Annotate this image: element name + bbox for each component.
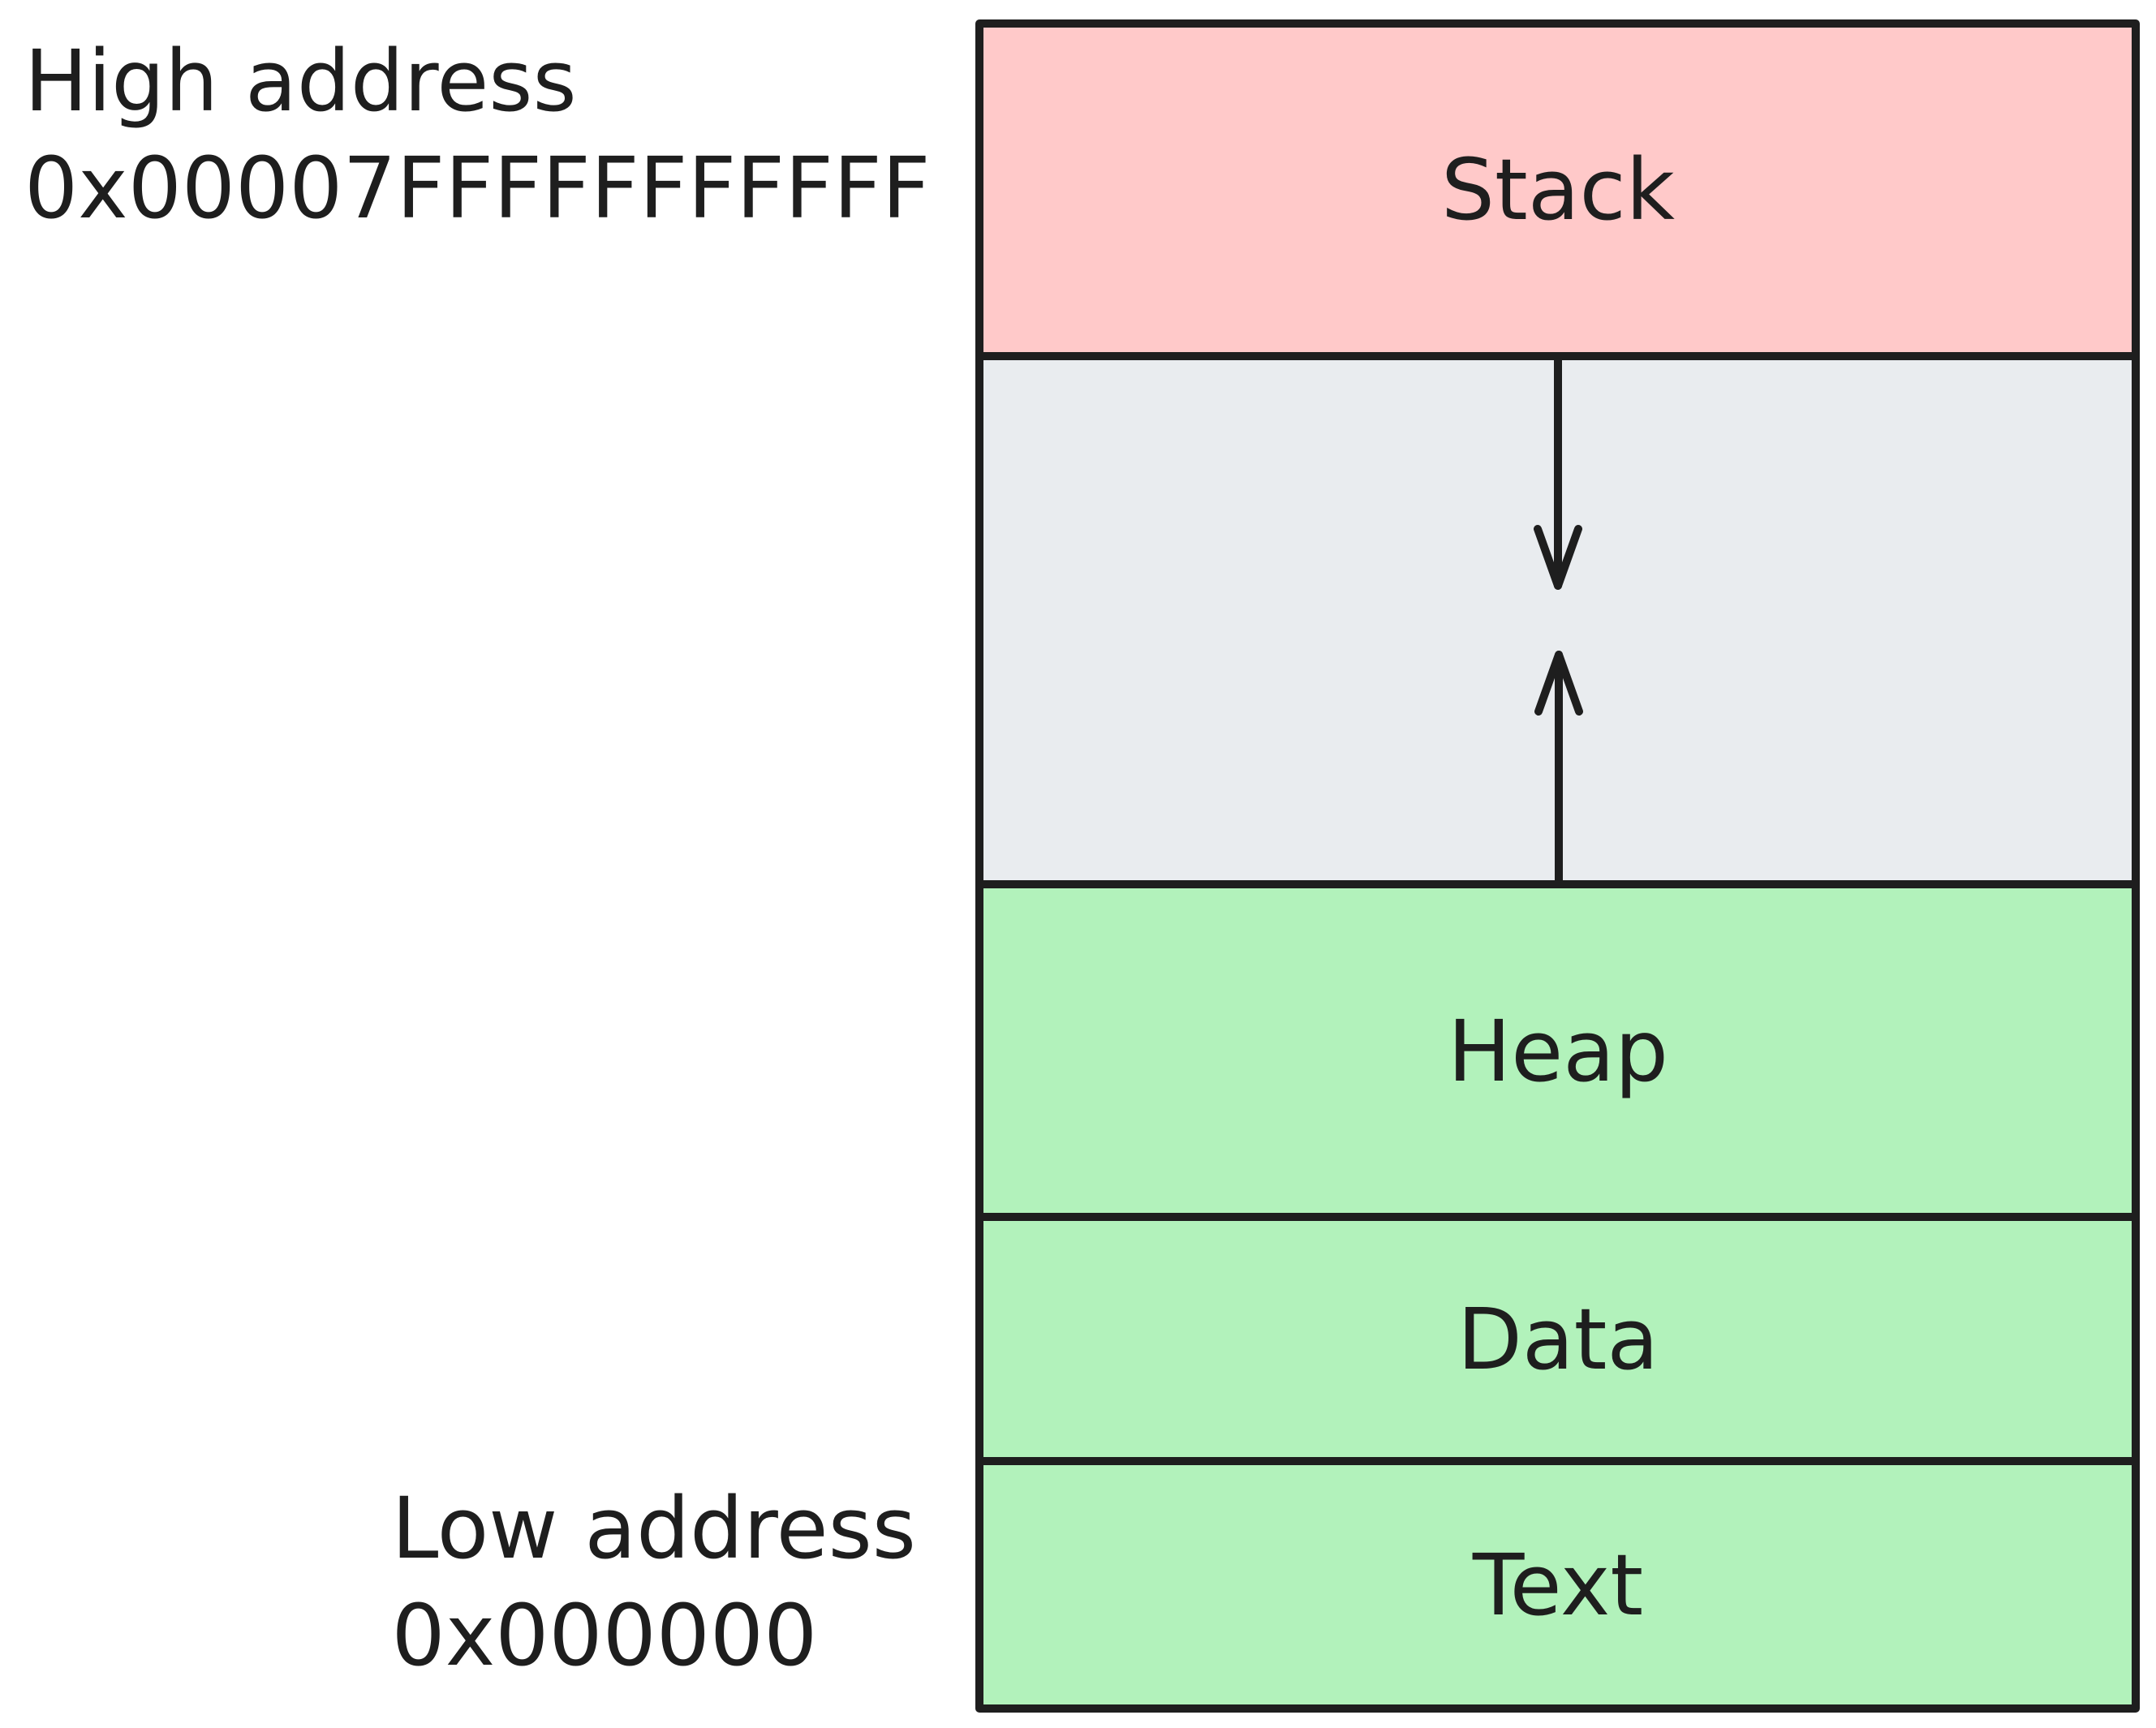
text-region (975, 1457, 2140, 1713)
high-address-label: High address 0x00007FFFFFFFFFFF (24, 28, 931, 242)
low-address-label: Low address 0x000000 (392, 1475, 916, 1689)
text-label: Text (1472, 1536, 1643, 1635)
stack-region (975, 19, 2140, 360)
heap-region (975, 880, 2140, 1221)
arrow-up-icon (1534, 651, 1583, 716)
high-address-title: High address (24, 32, 577, 131)
heap-growth-arrow (1534, 651, 1583, 884)
stack-growth-arrow (1534, 356, 1582, 590)
low-address-title: Low address (391, 1479, 916, 1578)
stack-label: Stack (1441, 140, 1675, 239)
heap-label: Heap (1448, 1002, 1668, 1101)
arrow-down-icon (1534, 525, 1582, 590)
data-label: Data (1457, 1290, 1659, 1389)
low-address-value: 0x000000 (391, 1586, 818, 1685)
data-region (975, 1213, 2140, 1465)
high-address-value: 0x00007FFFFFFFFFFF (24, 139, 931, 238)
